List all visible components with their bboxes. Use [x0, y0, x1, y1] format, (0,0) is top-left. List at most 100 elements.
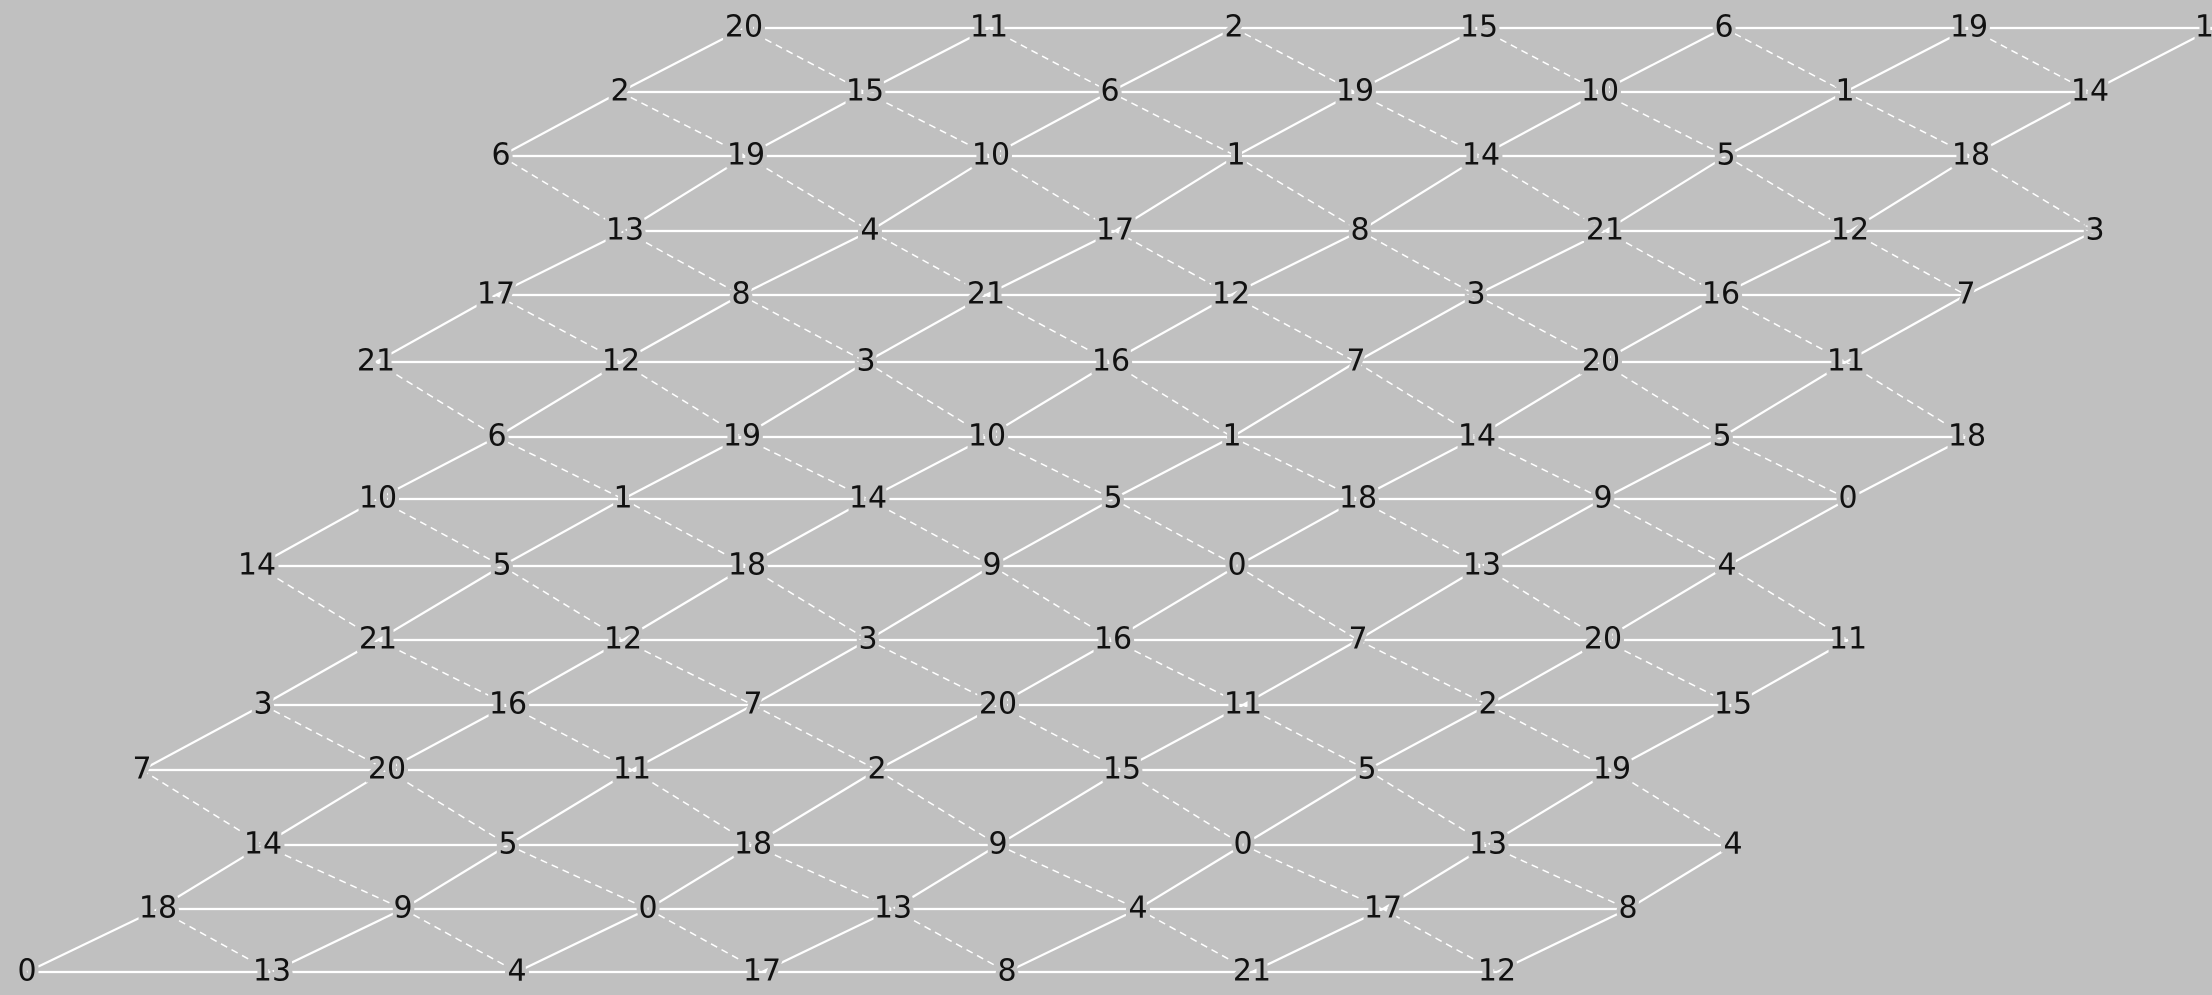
node-label: 5: [498, 827, 517, 862]
node-label: 0: [1838, 481, 1857, 516]
node-label: 10: [359, 481, 397, 516]
node-label: 15: [1714, 687, 1752, 722]
node-label: 19: [1593, 752, 1631, 787]
node-label: 7: [1346, 344, 1365, 379]
node-label: 7: [1956, 277, 1975, 312]
node-label: 5: [1712, 419, 1731, 454]
node-label: 13: [1463, 548, 1501, 583]
node-label: 13: [874, 891, 912, 926]
node-label: 18: [728, 548, 766, 583]
node-label: 2: [1478, 687, 1497, 722]
node-label: 16: [1094, 622, 1132, 657]
node-label: 12: [604, 622, 642, 657]
node-label: 16: [1702, 277, 1740, 312]
node-label: 14: [1458, 419, 1496, 454]
node-label: 11: [1829, 622, 1867, 657]
node-label: 1: [1222, 419, 1241, 454]
node-label: 8: [1618, 891, 1637, 926]
node-label: 0: [638, 891, 657, 926]
node-label: 1: [613, 481, 632, 516]
node-label: 19: [727, 138, 765, 173]
node-label: 19: [1950, 10, 1988, 45]
node-label: 19: [1336, 74, 1374, 109]
node-label: 12: [1212, 277, 1250, 312]
node-label: 16: [1092, 344, 1130, 379]
node-label: 17: [1096, 213, 1134, 248]
node-label: 3: [856, 344, 875, 379]
node-label: 8: [1350, 213, 1369, 248]
node-label: 21: [1586, 213, 1624, 248]
node-label: 14: [849, 481, 887, 516]
node-label: 10: [972, 138, 1010, 173]
node-label: 2: [867, 752, 886, 787]
node-label: 6: [491, 138, 510, 173]
node-label: 20: [725, 10, 763, 45]
node-label: 11: [1224, 687, 1262, 722]
node-label: 5: [1716, 138, 1735, 173]
node-label: 15: [1460, 10, 1498, 45]
node-label: 7: [743, 687, 762, 722]
node-label: 10: [968, 419, 1006, 454]
node-label: 18: [1952, 138, 1990, 173]
node-label: 21: [359, 622, 397, 657]
node-label: 6: [487, 419, 506, 454]
node-label: 2: [610, 74, 629, 109]
node-label: 13: [1469, 827, 1507, 862]
node-label: 20: [979, 687, 1017, 722]
node-label: 5: [1103, 481, 1122, 516]
node-label: 1: [1226, 138, 1245, 173]
node-label: 5: [492, 548, 511, 583]
node-label: 21: [1233, 954, 1271, 989]
node-label: 13: [253, 954, 291, 989]
node-label: 3: [858, 622, 877, 657]
node-label: 7: [132, 752, 151, 787]
node-label: 18: [1339, 481, 1377, 516]
node-label: 20: [1584, 622, 1622, 657]
node-label: 4: [1128, 891, 1147, 926]
node-label: 14: [238, 548, 276, 583]
node-label: 11: [1827, 344, 1865, 379]
node-label: 2: [1224, 10, 1243, 45]
node-label: 18: [1948, 419, 1986, 454]
node-label: 15: [846, 74, 884, 109]
node-label: 8: [731, 277, 750, 312]
node-label: 17: [743, 954, 781, 989]
node-label: 14: [1462, 138, 1500, 173]
node-label: 15: [1103, 752, 1141, 787]
node-label: 3: [2085, 213, 2104, 248]
node-label: 12: [1831, 213, 1869, 248]
node-label: 12: [602, 344, 640, 379]
node-label: 13: [606, 213, 644, 248]
node-label: 4: [1717, 548, 1736, 583]
node-label: 10: [1581, 74, 1619, 109]
node-label: 0: [17, 954, 36, 989]
node-label: 0: [1227, 548, 1246, 583]
node-label: 4: [1723, 827, 1742, 862]
node-label: 20: [368, 752, 406, 787]
node-label: 14: [244, 827, 282, 862]
node-label: 8: [997, 954, 1016, 989]
node-label: 16: [489, 687, 527, 722]
node-label: 11: [970, 10, 1008, 45]
node-label: 21: [967, 277, 1005, 312]
node-label: 4: [507, 954, 526, 989]
node-label: 10: [2195, 10, 2212, 45]
node-label: 6: [1714, 10, 1733, 45]
node-label: 5: [1357, 752, 1376, 787]
node-label: 17: [477, 277, 515, 312]
node-label: 9: [988, 827, 1007, 862]
node-label: 0: [1233, 827, 1252, 862]
node-label: 1: [1835, 74, 1854, 109]
node-label: 20: [1582, 344, 1620, 379]
node-label: 18: [734, 827, 772, 862]
node-label: 11: [613, 752, 651, 787]
node-label: 9: [393, 891, 412, 926]
node-label: 9: [982, 548, 1001, 583]
node-label: 12: [1478, 954, 1516, 989]
node-label: 3: [1466, 277, 1485, 312]
node-label: 6: [1100, 74, 1119, 109]
node-label: 4: [860, 213, 879, 248]
node-label: 19: [723, 419, 761, 454]
node-label: 21: [357, 344, 395, 379]
